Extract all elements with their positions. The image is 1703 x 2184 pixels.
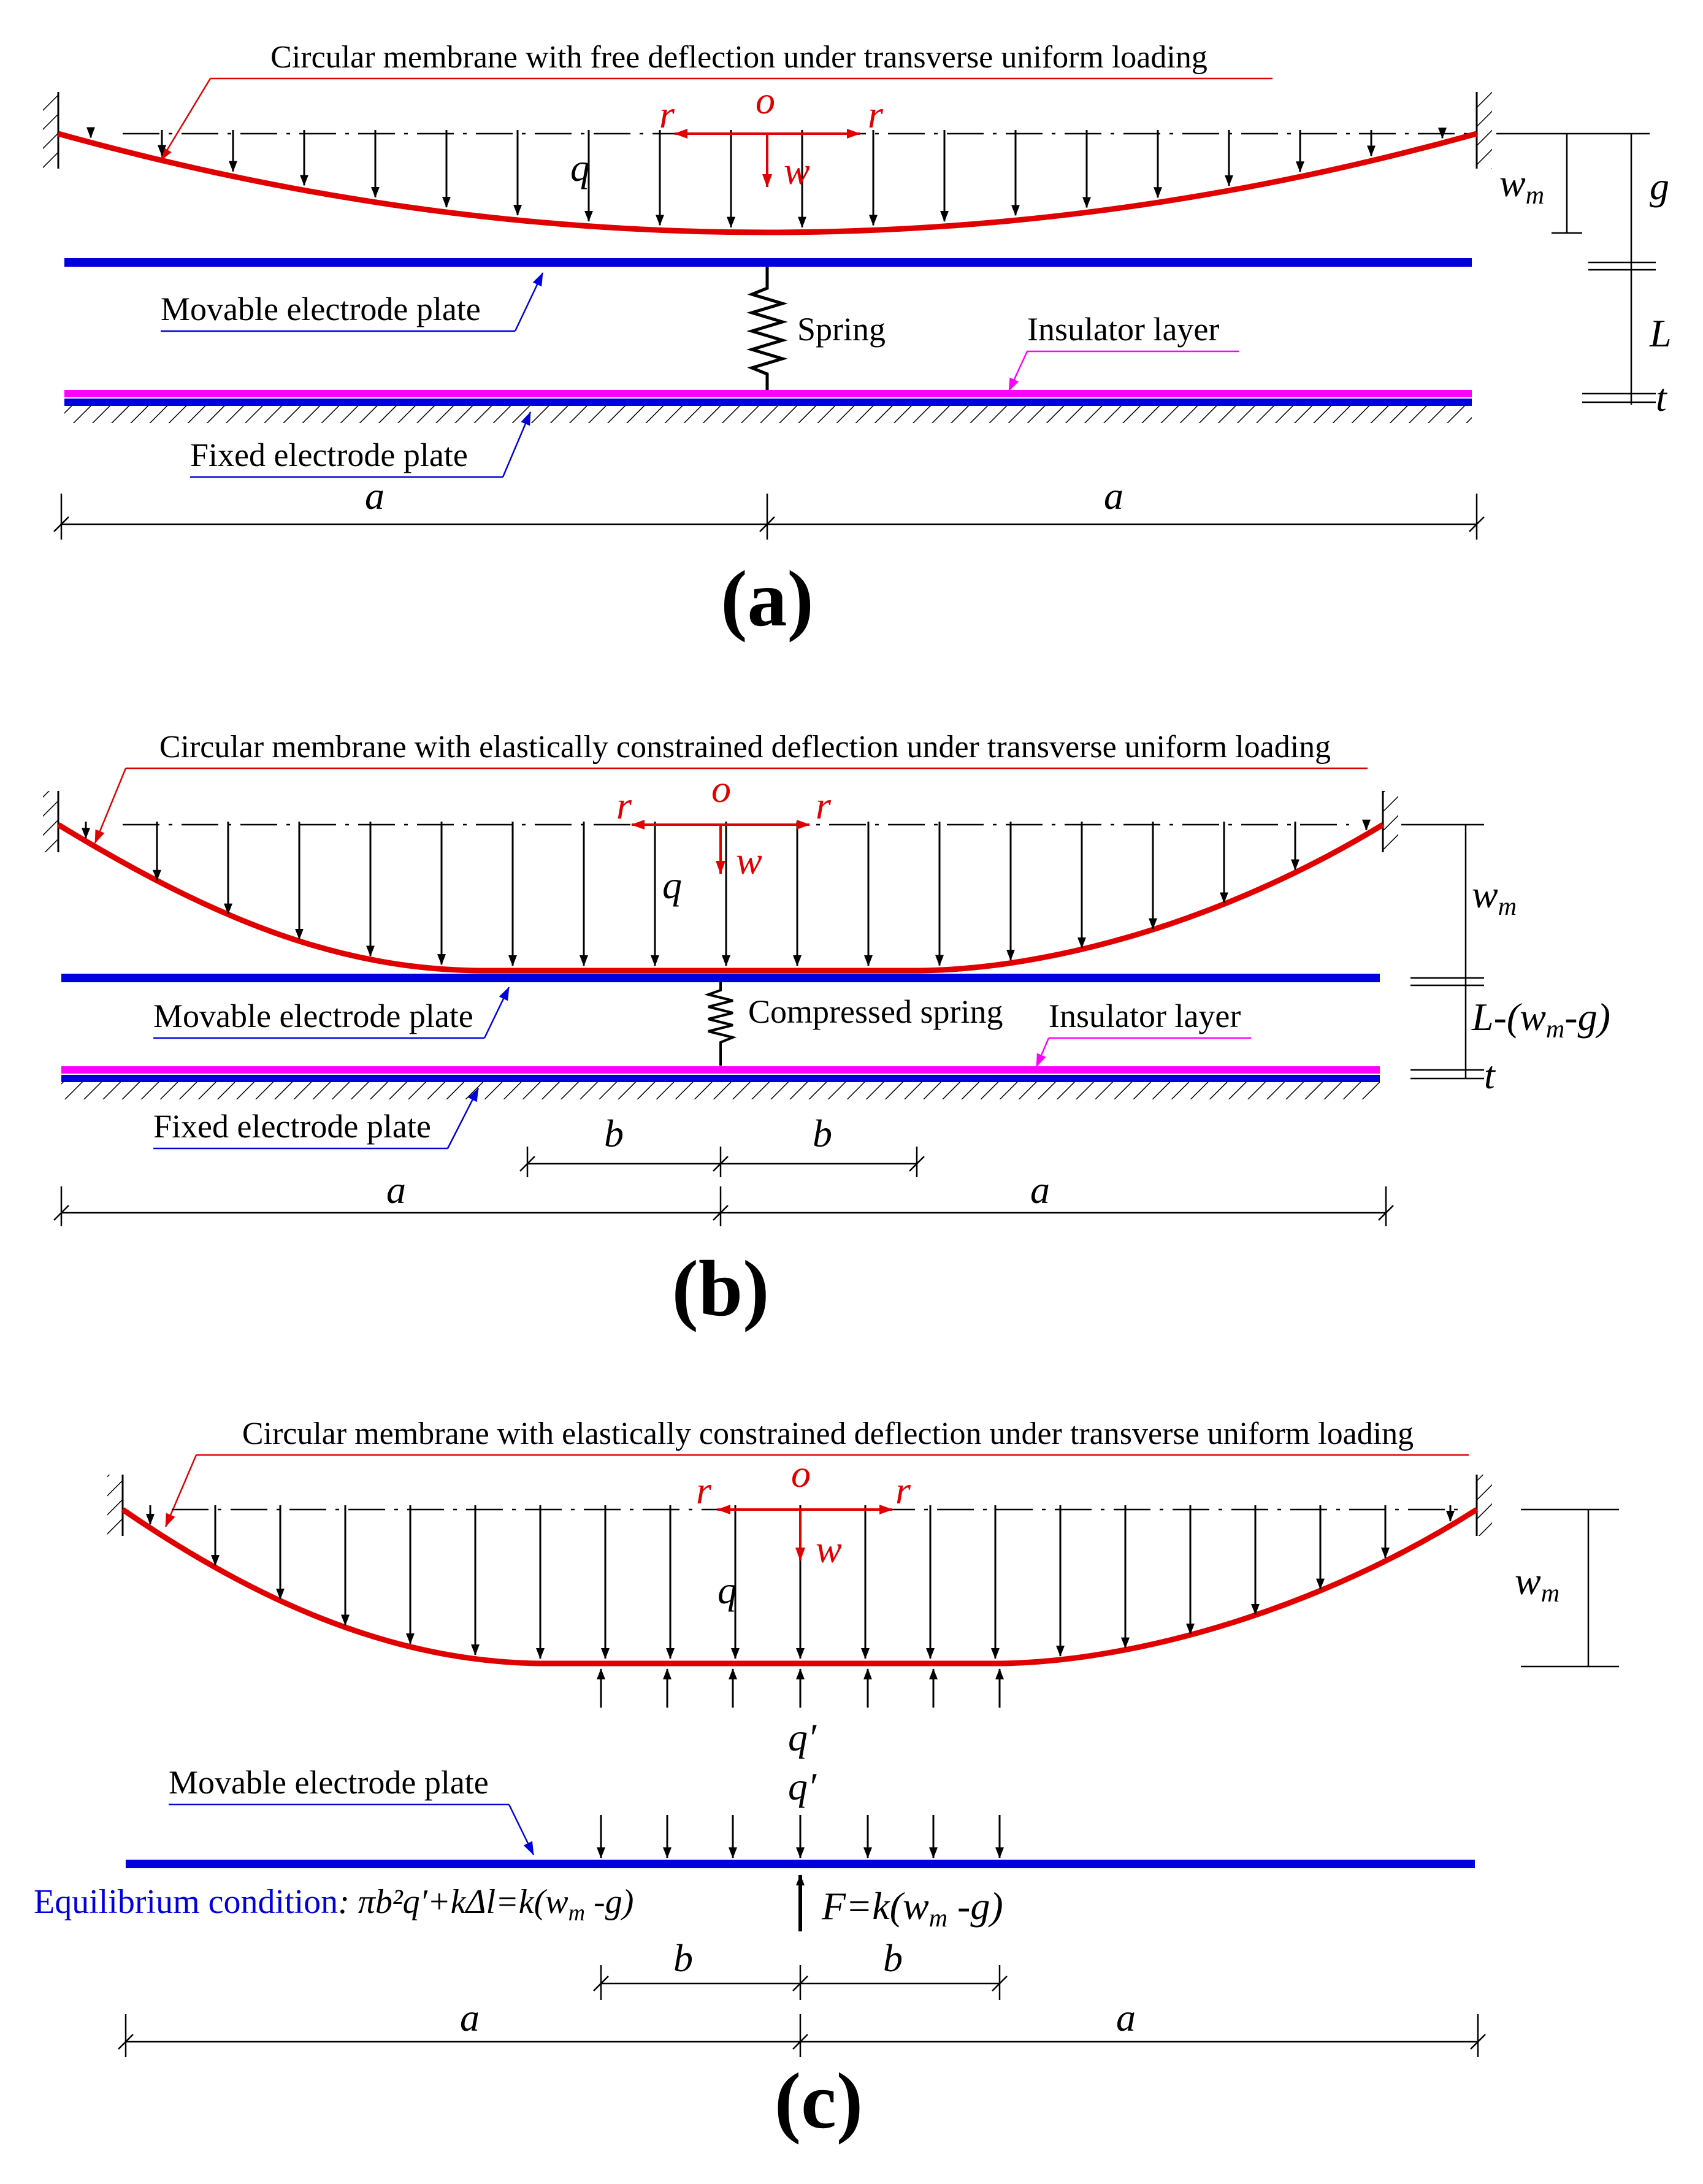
vertical-dimensions <box>1496 132 1656 405</box>
load-arrows <box>86 127 1447 228</box>
panel-c-label: (c) <box>775 2057 863 2145</box>
panel-b: Circular membrane with elastically const… <box>43 730 1610 1333</box>
plate-load-arrows <box>597 1815 1004 1858</box>
left-support <box>43 92 59 169</box>
caption-leader-arrow <box>164 1454 197 1527</box>
movable-plate-arrow <box>508 1804 535 1855</box>
q-prime-bottom: q′ <box>788 1765 817 1808</box>
insulator-label: Insulator layer <box>1027 311 1219 348</box>
left-support <box>107 1475 124 1536</box>
origin-label: o <box>756 78 775 122</box>
dimension-b <box>519 1147 925 1177</box>
wm-label: wm <box>1515 1559 1559 1608</box>
right-support <box>1382 791 1398 852</box>
panel-a-label: (a) <box>721 555 814 643</box>
dim-b-right: b <box>883 1936 903 1980</box>
membrane <box>57 131 1478 235</box>
dim-b-right: b <box>813 1112 832 1155</box>
membrane <box>121 1507 1479 1667</box>
reaction-arrows <box>597 1668 1004 1708</box>
ground-hatch <box>61 1082 1380 1099</box>
membrane <box>56 822 1385 974</box>
g-label: g <box>1650 164 1669 208</box>
wm-label: wm <box>1499 161 1544 210</box>
t-label: t <box>1484 1053 1496 1097</box>
r-label-right: r <box>895 1468 911 1512</box>
ground-hatch <box>64 406 1472 423</box>
dimension-a <box>53 494 1485 540</box>
r-label-left: r <box>659 93 675 136</box>
q-label: q <box>662 863 682 907</box>
panel-a: Circular membrane with free deflection u… <box>43 40 1672 643</box>
dim-a-right: a <box>1104 474 1123 517</box>
origin-label: o <box>711 767 731 811</box>
q-prime-top: q′ <box>788 1716 817 1759</box>
w-label: w <box>816 1527 842 1571</box>
vertical-dimensions <box>1401 823 1484 1080</box>
force-equation: F=k(wm -g) <box>821 1884 1003 1933</box>
w-label: w <box>784 149 810 193</box>
dim-a-right: a <box>1030 1168 1050 1212</box>
movable-plate-label: Movable electrode plate <box>169 1764 489 1801</box>
equilibrium-condition: Equilibrium condition: πb²q′+kΔl=k(wm -g… <box>34 1883 633 1926</box>
fixed-plate-arrow <box>446 1088 480 1149</box>
r-label-right: r <box>868 93 884 136</box>
dim-a-left: a <box>365 474 385 517</box>
insulator-label: Insulator layer <box>1049 998 1241 1034</box>
q-label: q <box>718 1568 737 1612</box>
panel-a-caption: Circular membrane with free deflection u… <box>270 40 1207 75</box>
dim-a-right: a <box>1116 1996 1136 2039</box>
load-arrows <box>82 819 1371 966</box>
dimension-a <box>118 2014 1486 2057</box>
compressed-spring <box>704 982 737 1066</box>
L-label: L <box>1649 311 1672 355</box>
spring-label: Compressed spring <box>748 993 1003 1030</box>
caption-leader-arrow <box>94 768 127 844</box>
right-support <box>1475 1475 1492 1536</box>
movable-plate-arrow <box>483 987 510 1039</box>
wm-label: wm <box>1472 872 1517 921</box>
insulator-arrow <box>1008 351 1028 392</box>
insulator-arrow <box>1035 1037 1050 1067</box>
spring <box>746 267 788 392</box>
panel-b-label: (b) <box>672 1245 770 1333</box>
r-label-left: r <box>616 784 632 827</box>
origin-label: o <box>791 1452 811 1495</box>
movable-plate-arrow <box>514 272 544 332</box>
panel-b-caption: Circular membrane with elastically const… <box>159 730 1331 765</box>
dimension-b <box>593 1965 1008 2000</box>
panel-c: Circular membrane with elastically const… <box>34 1416 1619 2145</box>
q-label: q <box>570 146 590 189</box>
t-label: t <box>1656 376 1668 419</box>
right-support <box>1475 92 1492 169</box>
movable-plate-label: Movable electrode plate <box>161 291 481 327</box>
dim-a-left: a <box>460 1996 480 2039</box>
dim-b-left: b <box>604 1112 624 1155</box>
dim-a-left: a <box>386 1168 406 1212</box>
movable-plate-label: Movable electrode plate <box>153 998 473 1034</box>
w-label: w <box>736 839 762 882</box>
dimension-a <box>53 1186 1394 1226</box>
spring-label: Spring <box>797 311 886 348</box>
vertical-dimensions <box>1521 1508 1619 1668</box>
r-label-left: r <box>696 1468 712 1512</box>
fixed-plate-label: Fixed electrode plate <box>190 437 468 473</box>
fixed-plate-arrow <box>502 411 532 478</box>
caption-leader-arrow <box>159 78 212 161</box>
left-support <box>43 791 59 852</box>
r-label-right: r <box>816 784 832 827</box>
panel-c-caption: Circular membrane with elastically const… <box>242 1416 1414 1451</box>
gap-label: L-(wm-g) <box>1471 995 1610 1044</box>
fixed-plate-label: Fixed electrode plate <box>153 1108 431 1145</box>
dim-b-left: b <box>673 1936 693 1980</box>
